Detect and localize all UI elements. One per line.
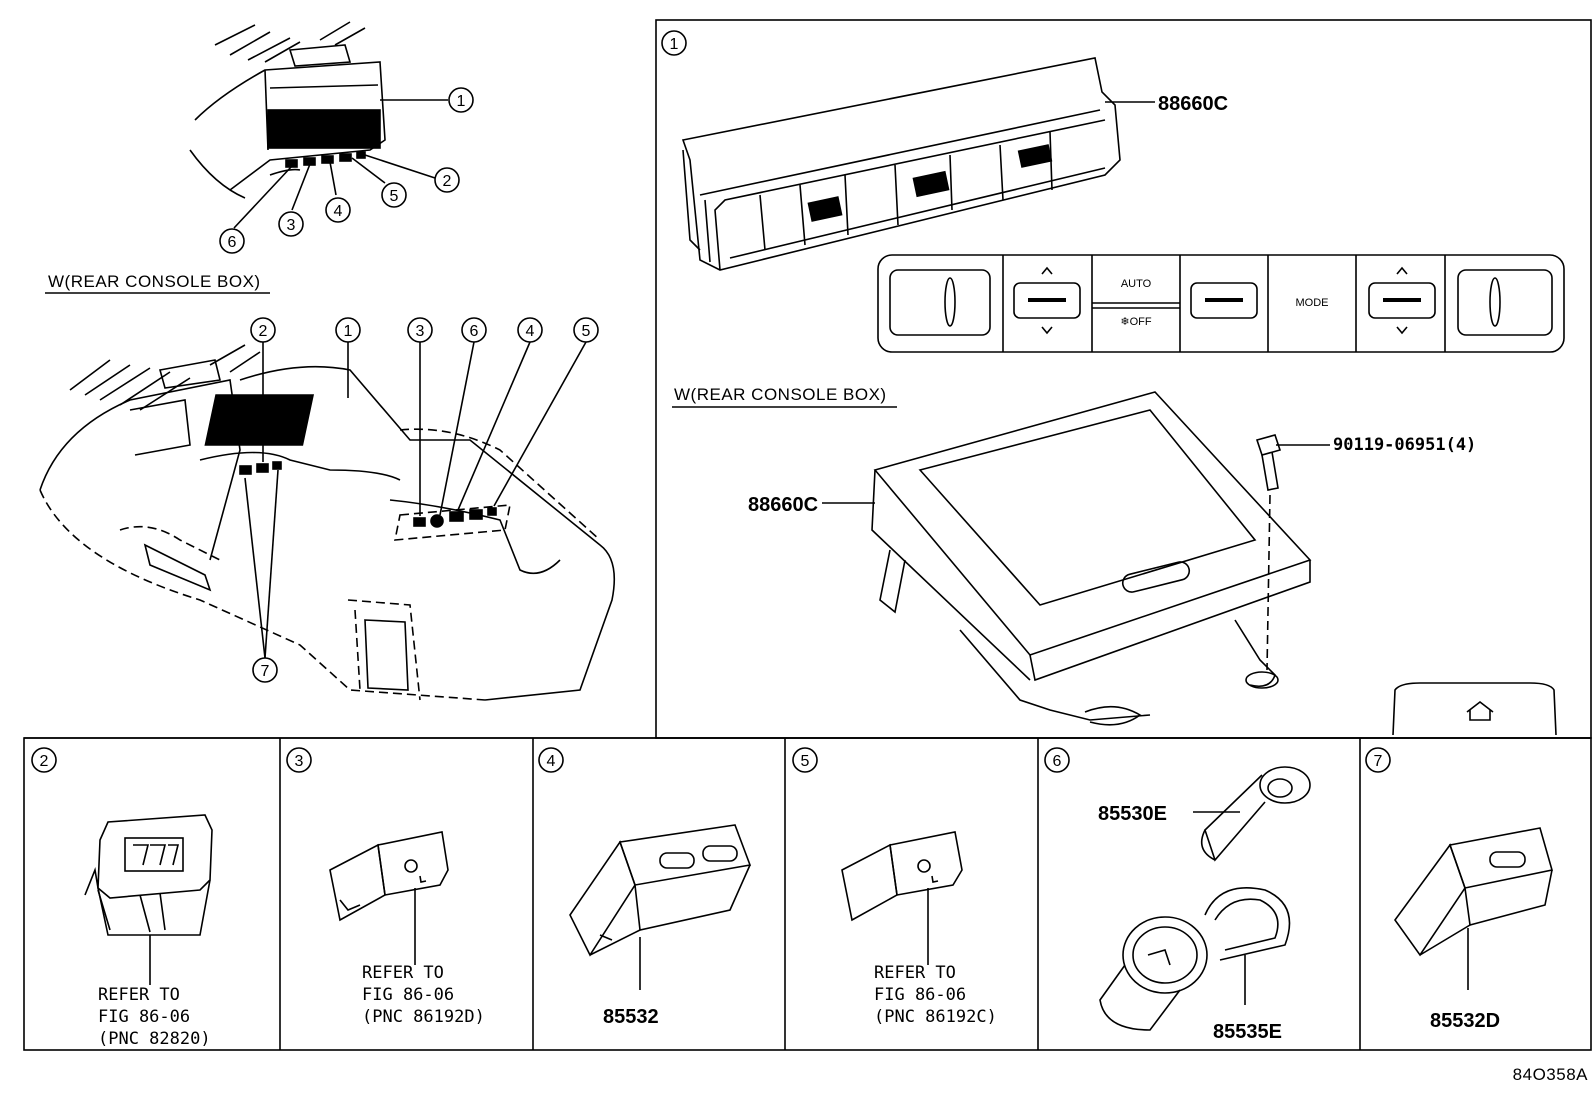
switch-3-illustration [329,831,449,965]
console-box-illustration [39,344,616,701]
cell-tag: 6 [1053,753,1062,770]
switch-2-illustration [84,814,213,985]
home-button [1392,682,1557,736]
panel-tag: 1 [670,36,679,53]
part-number-85532d: 85532D [1430,1010,1500,1032]
callout-number: 5 [582,323,591,340]
figure-code: 84O358A [1513,1065,1588,1084]
refer-text: (PNC 86192D) [362,1007,485,1027]
bolt-part-number: 90119-06951(4) [1333,435,1476,455]
section-label-right: W(REAR CONSOLE BOX) [674,385,887,404]
cell-tag: 4 [547,753,556,770]
cell-tag: 2 [40,753,49,770]
callout-number: 2 [259,323,268,340]
callout-number: 3 [287,217,296,234]
callout-number: 5 [390,188,399,205]
refer-text: REFER TO [98,985,180,1005]
off-label: ❄OFF [1120,316,1151,328]
callout-number: 2 [443,173,452,190]
port-7-illustration [1394,827,1554,990]
part-number-85530e: 85530E [1098,803,1167,825]
top-leader-lines [233,99,448,229]
bottom-grid-frame [23,737,1592,1051]
switch-4-illustration [569,824,752,990]
callout-number: 1 [344,323,353,340]
cell-tag: 5 [801,753,810,770]
refer-text: (PNC 86192C) [874,1007,997,1027]
panel-1-frame [655,19,1592,739]
part-number-88660c-mid: 88660C [748,494,818,516]
mode-label: MODE [1296,297,1329,309]
left-leader-lines [244,341,587,659]
callout-number: 6 [470,323,479,340]
callout-number: 6 [228,234,237,251]
refer-text: FIG 86-06 [98,1007,190,1027]
cell-tag: 3 [295,753,304,770]
switch-5-illustration [841,831,963,965]
part-number-85535e: 85535E [1213,1021,1282,1043]
top-console-illustration [189,21,386,199]
refer-text: FIG 86-06 [874,985,966,1005]
callout-circles [31,30,1391,773]
refer-text: REFER TO [362,963,444,983]
refer-text: REFER TO [874,963,956,983]
refer-text: FIG 86-06 [362,985,454,1005]
auto-label: AUTO [1121,278,1152,290]
refer-text: (PNC 82820) [98,1029,211,1049]
callout-number: 1 [457,93,466,110]
part-number-85532: 85532 [603,1006,659,1028]
callout-number: 3 [416,323,425,340]
part-number-88660c-top: 88660C [1158,93,1228,115]
section-label-left: W(REAR CONSOLE BOX) [48,272,261,291]
bolt [1255,434,1330,671]
control-unit-perspective [681,57,1155,271]
callout-number: 4 [526,323,535,340]
socket-6-illustration [1099,766,1311,1031]
cell-tag: 7 [1374,753,1383,770]
callout-number: 4 [334,203,343,220]
callout-number: 7 [261,663,270,680]
rear-display-unit [822,391,1312,726]
control-panel-front [877,254,1565,353]
